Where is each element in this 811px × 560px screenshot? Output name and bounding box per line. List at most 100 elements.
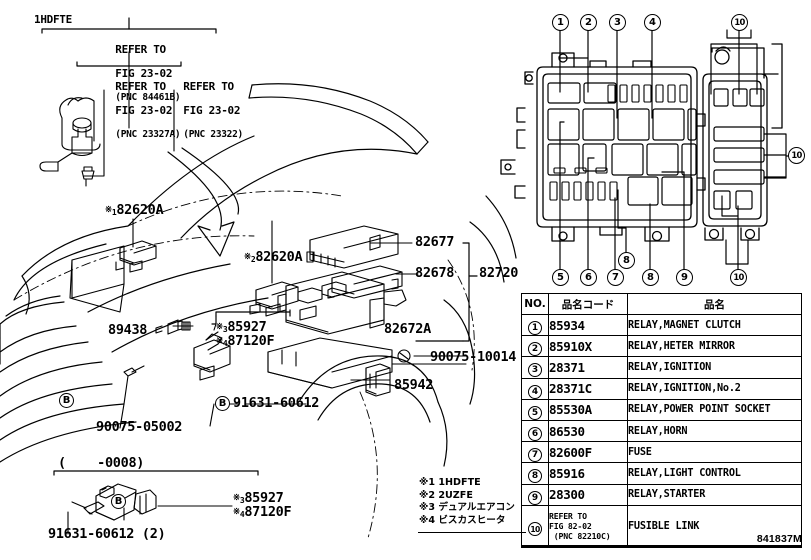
inset-bracket [53,470,259,476]
row-name-cell: FUSE [627,441,802,464]
inset-range-label: ( -0008) [58,455,145,471]
part-label-82720: 82720 [479,265,519,281]
drawing-number: 841837M [756,533,802,545]
fusible-link-right-bracket [763,133,791,179]
row-number-badge: 7 [528,448,542,463]
fusebox-callout-top-3: 3 [609,14,626,31]
row-code-cell: 85916 [548,462,628,485]
fusebox-callout-leaders-top [559,29,758,119]
row-code-cell: REFER TO FIG 82-02 (PNC 82210C) [548,504,628,548]
fusebox-top-fuse-slots [607,84,688,103]
bolt-callout-b-main: B [215,396,230,411]
row-name-cell: RELAY,STARTER [627,483,802,506]
part-label-85942: 85942 [394,377,434,393]
fusebox-callout-bottom-5: 5 [552,269,569,286]
table-row: 1 85934 RELAY,MAGNET CLUTCH [521,313,802,337]
part-label-89438: 89438 [108,322,148,338]
row-no-cell: 4 [521,377,549,400]
part-label-87120f-text: 87120F [227,333,275,349]
part-label-82677: 82677 [415,234,455,250]
fusebox-relay-blocks-top [547,82,617,104]
row-no-cell: 7 [521,441,549,464]
row-name-cell: RELAY,IGNITION [627,356,802,379]
row-code-cell: 85910X [548,335,628,358]
table-row: 9 28300 RELAY,STARTER [521,483,802,506]
part-label-85927-text: 85927 [227,319,267,335]
fusebox-callout-bottom-9: 9 [676,269,693,286]
refer-note-left: REFER TO FIG 23-02 (PNC 23327A) [90,69,180,153]
part-label-82672a: 82672A [384,321,431,337]
component-82620a-1 [115,240,157,273]
parts-table: NO. 品名コード 品名 1 85934 RELAY,MAGNET CLUTCH… [521,293,802,548]
footnote-underline [418,532,526,533]
row-number-badge: 2 [528,342,542,357]
component-82678 [327,265,403,299]
row-number-badge: 5 [528,405,542,420]
table-row: 6 86530 RELAY,HORN [521,419,802,443]
fusebox-callout-bottom-6: 6 [580,269,597,286]
header-no: NO. [521,293,549,315]
fusebox-outline [500,52,706,242]
part-label-82620a-2: ※282620A [244,249,303,265]
fusebox-callout-bottom-8a: 8 [618,252,635,269]
variant-label-1hdfte: 1HDFTE [34,13,72,26]
refer-note-right: REFER TO FIG 23-02 (PNC 23322) [158,69,243,153]
row-number-badge: 1 [528,321,542,336]
row-no-cell: 1 [521,313,549,337]
footnote-list: ※1 1HDFTE ※2 2UZFE ※3 デュアルエアコン ※4 ビスカスヒー… [419,477,515,527]
fusible-link-top-tab [726,29,752,39]
row-name-cell: RELAY,MAGNET CLUTCH [627,313,802,337]
row-code-cell: 85934 [548,313,628,337]
fusebox-callout-bottom-8b: 8 [642,269,659,286]
table-row: 7 82600F FUSE [521,441,802,464]
refer-note-right-line3: (PNC 23322) [183,129,243,141]
row-no-cell: 2 [521,335,549,358]
inset-part-label-85927-text: 85927 [244,490,284,506]
row-no-cell: 10 [521,504,549,548]
parts-table-head: NO. 品名コード 品名 [521,293,802,315]
inset-part-label-85927: ※385927 [233,490,284,506]
refer-note-main-line3: (PNC 84461B) [115,92,181,104]
component-bolt-90075-05002 [123,365,145,405]
part-label-87120f: ※487120F [216,333,275,349]
row-no-cell: 3 [521,356,549,379]
refer-note-left-line2: FIG 23-02 [115,103,173,117]
part-label-85927: ※385927 [216,319,267,335]
row-number-badge: 9 [528,490,542,505]
row-code-cell: 86530 [548,419,628,443]
row-name-cell: RELAY,HORN [627,419,802,443]
row-name-cell: RELAY,POWER POINT SOCKET [627,398,802,421]
table-row: 8 85916 RELAY,LIGHT CONTROL [521,462,802,485]
row-number-badge: 3 [528,363,542,378]
fusebox-callout-top-1: 1 [552,14,569,31]
bolt-callout-b-inset: B [111,494,126,509]
part-label-82620a-2-text: 82620A [255,249,303,265]
bolt-callout-b-upper: B [59,393,74,408]
component-89438 [155,319,191,335]
row-name-cell: RELAY,HETER MIRROR [627,335,802,358]
fusebox-relay-grid [547,108,697,206]
refer-note-main-line1: REFER TO [115,42,166,56]
refer-note-main-line2: FIG 23-02 [115,66,173,80]
part-label-90075-05002: 90075-05002 [96,419,183,435]
part-label-91631-60612: 91631-60612 [233,395,320,411]
refer-note-right-line2: FIG 23-02 [183,103,241,117]
row-code-cell: 85530A [548,398,628,421]
fusebox-callout-bottom-7: 7 [607,269,624,286]
inset-mark-3: 3 [239,496,245,505]
table-row: 10 REFER TO FIG 82-02 (PNC 82210C) FUSIB… [521,504,802,548]
footnote-4: ※4 ビスカスヒータ [419,514,506,526]
row-code-cell: 82600F [548,441,628,464]
refer-note-main: REFER TO FIG 23-02 (PNC 84461B) [90,32,180,116]
header-name: 品名 [627,293,802,315]
row-code-cell: 28371 [548,356,628,379]
row-no-cell: 9 [521,483,549,506]
component-bolt-90075-10014 [397,349,411,363]
footnote-2: ※2 2UZFE [419,489,473,501]
mark-3: 3 [222,325,228,334]
row-name-cell: FUSIBLE LINK [627,504,802,548]
part-label-90075-10014: 90075-10014 [430,349,517,365]
part-label-82620a-1-text: 82620A [116,202,164,218]
row-number-badge: 10 [528,521,542,536]
